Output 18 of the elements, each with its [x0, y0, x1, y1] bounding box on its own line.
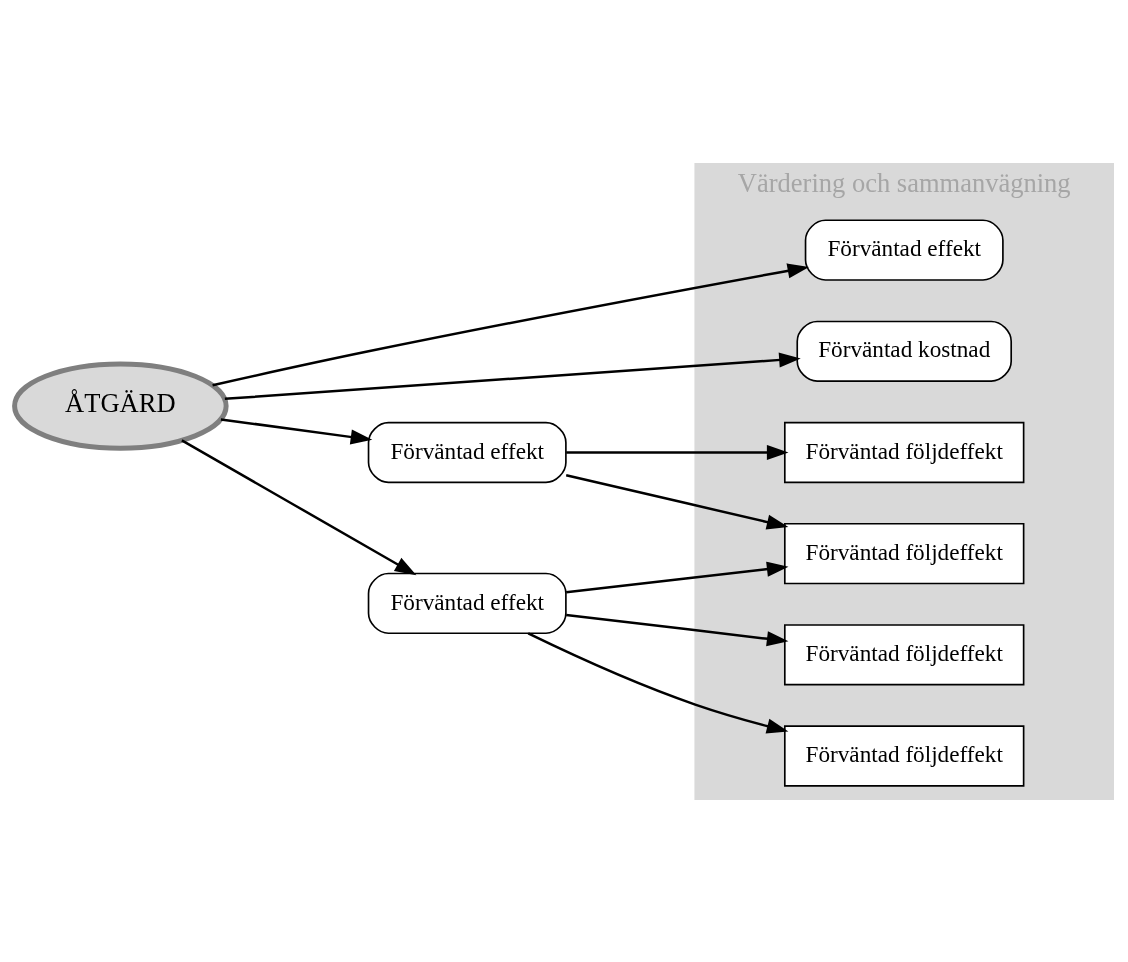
arrow	[565, 473, 789, 529]
node-box: Förväntad effekt	[804, 218, 1004, 281]
arrow	[566, 613, 789, 646]
node-box: Förväntad följdeffekt	[783, 623, 1025, 685]
arrow	[224, 351, 801, 400]
node-box: Förväntad kostnad	[796, 320, 1013, 382]
node-box: Förväntad effekt	[367, 421, 567, 483]
node-box: Förväntad följdeffekt	[783, 724, 1025, 787]
node-ellipse: ÅTGÄRD	[12, 360, 229, 451]
arrow	[527, 631, 789, 733]
node-box: Förväntad följdeffekt	[783, 421, 1025, 483]
node-box: Förväntad följdeffekt	[783, 522, 1025, 584]
arrow	[566, 561, 789, 593]
node-box: Förväntad effekt	[367, 572, 567, 634]
arrow	[566, 444, 789, 460]
arrow	[212, 262, 810, 386]
arrow	[220, 417, 373, 444]
arrow	[181, 438, 417, 575]
